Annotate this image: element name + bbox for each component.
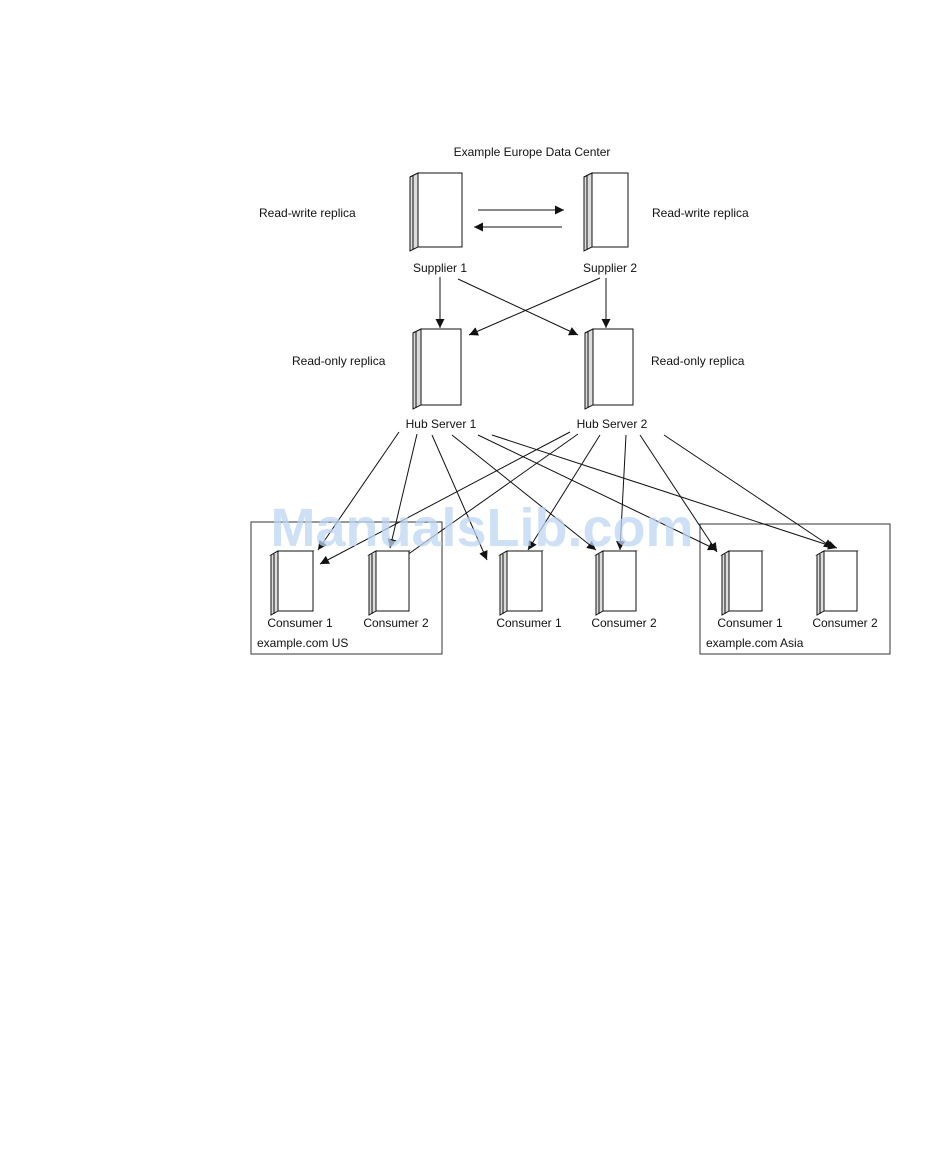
us-c1-server-icon	[271, 551, 313, 615]
mid-c1-server-icon	[500, 551, 542, 615]
asia-c2-server-icon	[817, 551, 857, 615]
hub2-server-icon	[585, 329, 633, 409]
mid-consumer-1-label: Consumer 1	[496, 616, 562, 630]
asia-consumer-2-label: Consumer 2	[812, 616, 878, 630]
supplier2-server-icon	[584, 173, 628, 251]
read-write-label-left: Read-write replica	[259, 206, 356, 220]
us-consumer-1-label: Consumer 1	[267, 616, 333, 630]
group-label-us: example.com US	[257, 636, 348, 650]
edge-supplier1-to-hub2	[458, 279, 578, 335]
mid-consumer-2-label: Consumer 2	[591, 616, 657, 630]
read-only-label-right: Read-only replica	[651, 354, 745, 368]
supplier1-server-icon	[410, 173, 462, 251]
us-c2-server-icon	[369, 551, 409, 615]
asia-consumer-1-label: Consumer 1	[717, 616, 783, 630]
supplier-2-label: Supplier 2	[583, 261, 637, 275]
hub-server-2-label: Hub Server 2	[577, 417, 648, 431]
asia-c1-server-icon	[722, 551, 762, 615]
diagram-title: Example Europe Data Center	[454, 145, 611, 159]
mid-c2-server-icon	[596, 551, 636, 615]
read-only-label-left: Read-only replica	[292, 354, 386, 368]
edge-supplier2-to-hub1	[469, 278, 600, 335]
supplier-1-label: Supplier 1	[413, 261, 467, 275]
us-consumer-2-label: Consumer 2	[363, 616, 429, 630]
watermark: ManualsLib.com	[270, 498, 693, 558]
group-label-asia: example.com Asia	[706, 636, 804, 650]
read-write-label-right: Read-write replica	[652, 206, 749, 220]
hub-server-1-label: Hub Server 1	[406, 417, 477, 431]
hub1-server-icon	[413, 329, 461, 409]
